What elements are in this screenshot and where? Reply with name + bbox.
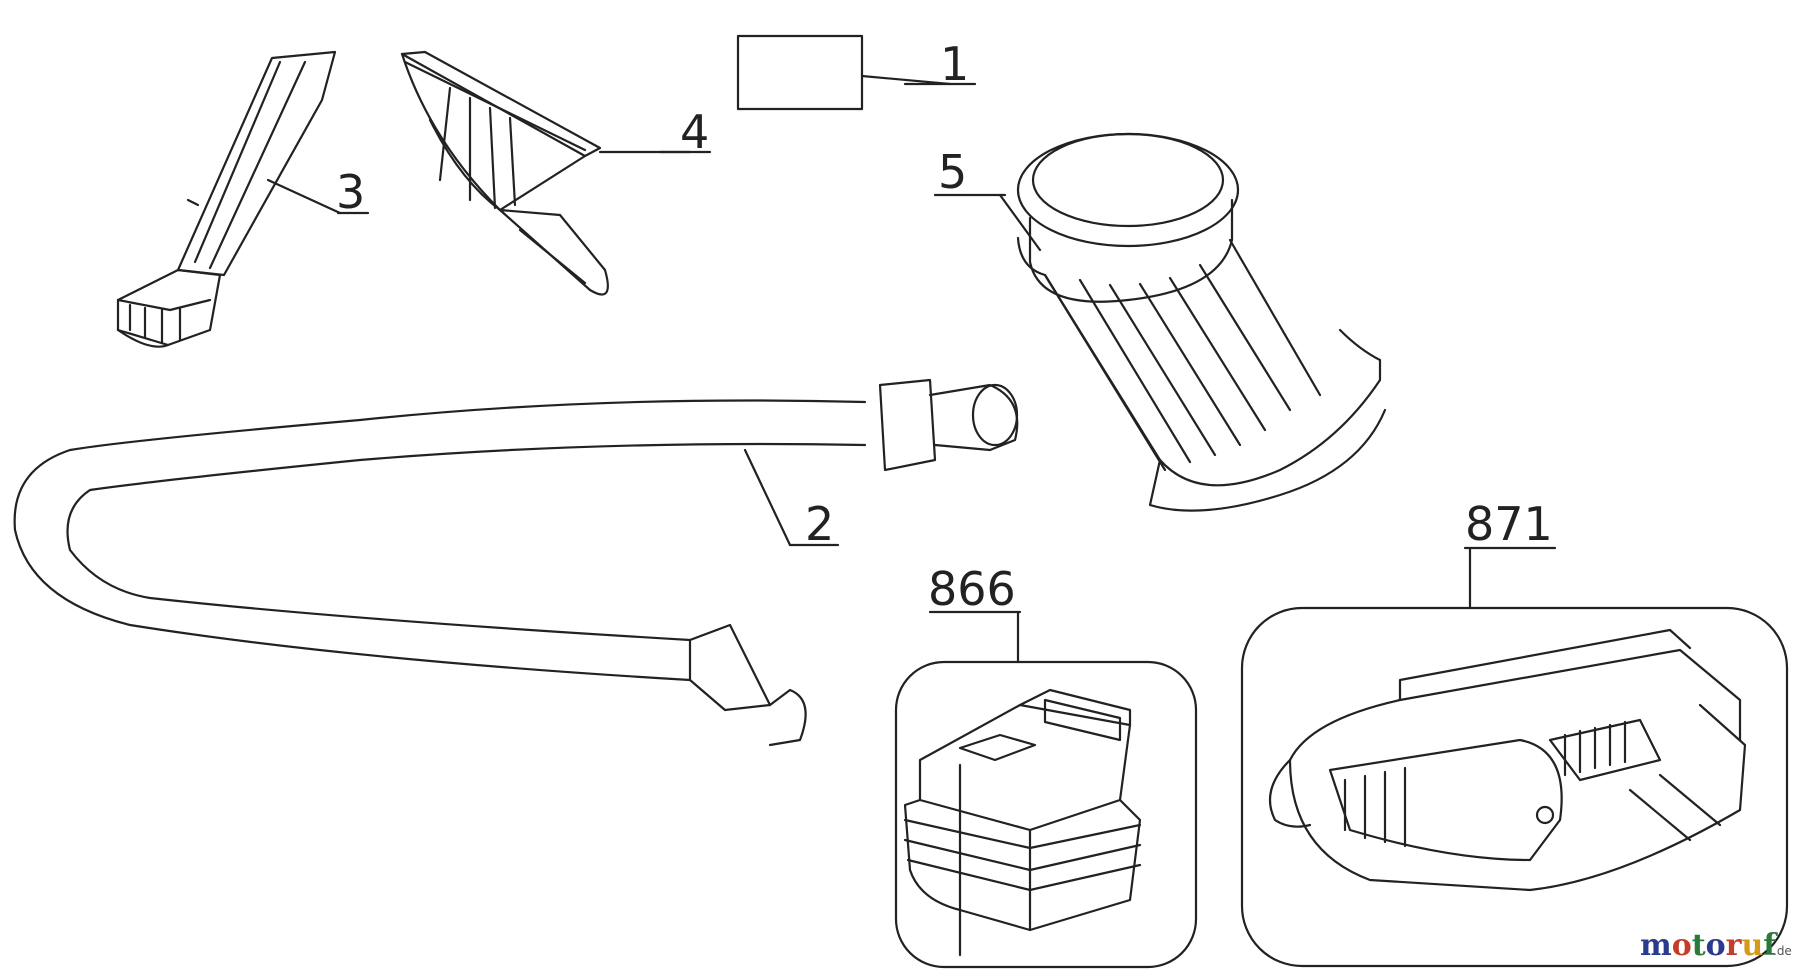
part-871-frame — [1240, 606, 1789, 968]
leader-5 — [998, 193, 1042, 252]
watermark-letter: u — [1741, 928, 1763, 963]
watermark-letter: m — [1640, 928, 1672, 963]
part-871-charger — [1268, 628, 1747, 892]
part-3-crevice-tool — [116, 50, 337, 348]
leader-2 — [743, 448, 792, 547]
callout-5: 5 — [938, 145, 967, 199]
watermark-suffix: .de — [1773, 944, 1792, 958]
callout-866: 866 — [928, 562, 1016, 616]
svg-text:motoruf: motoruf — [1640, 928, 1778, 963]
part-5-filter — [1016, 132, 1387, 512]
watermark-letter: t — [1692, 928, 1706, 963]
watermark-logo: motoruf .de — [1640, 928, 1792, 963]
part-1-label-box — [736, 34, 864, 111]
callout-3: 3 — [336, 165, 365, 219]
watermark-letter: r — [1726, 928, 1743, 963]
part-4-brush-tool — [400, 50, 609, 296]
part-2-hose — [13, 378, 1019, 747]
callout-1: 1 — [940, 37, 969, 91]
watermark-letter: o — [1706, 928, 1726, 963]
watermark-letter: f — [1763, 928, 1778, 963]
leader-1 — [860, 74, 952, 86]
watermark-letter: o — [1672, 928, 1692, 963]
callout-871: 871 — [1465, 497, 1553, 551]
part-866-frame — [894, 660, 1198, 969]
part-866-battery — [903, 688, 1142, 957]
leader-3 — [266, 178, 342, 215]
callout-4: 4 — [680, 105, 709, 159]
callout-2: 2 — [805, 497, 834, 551]
